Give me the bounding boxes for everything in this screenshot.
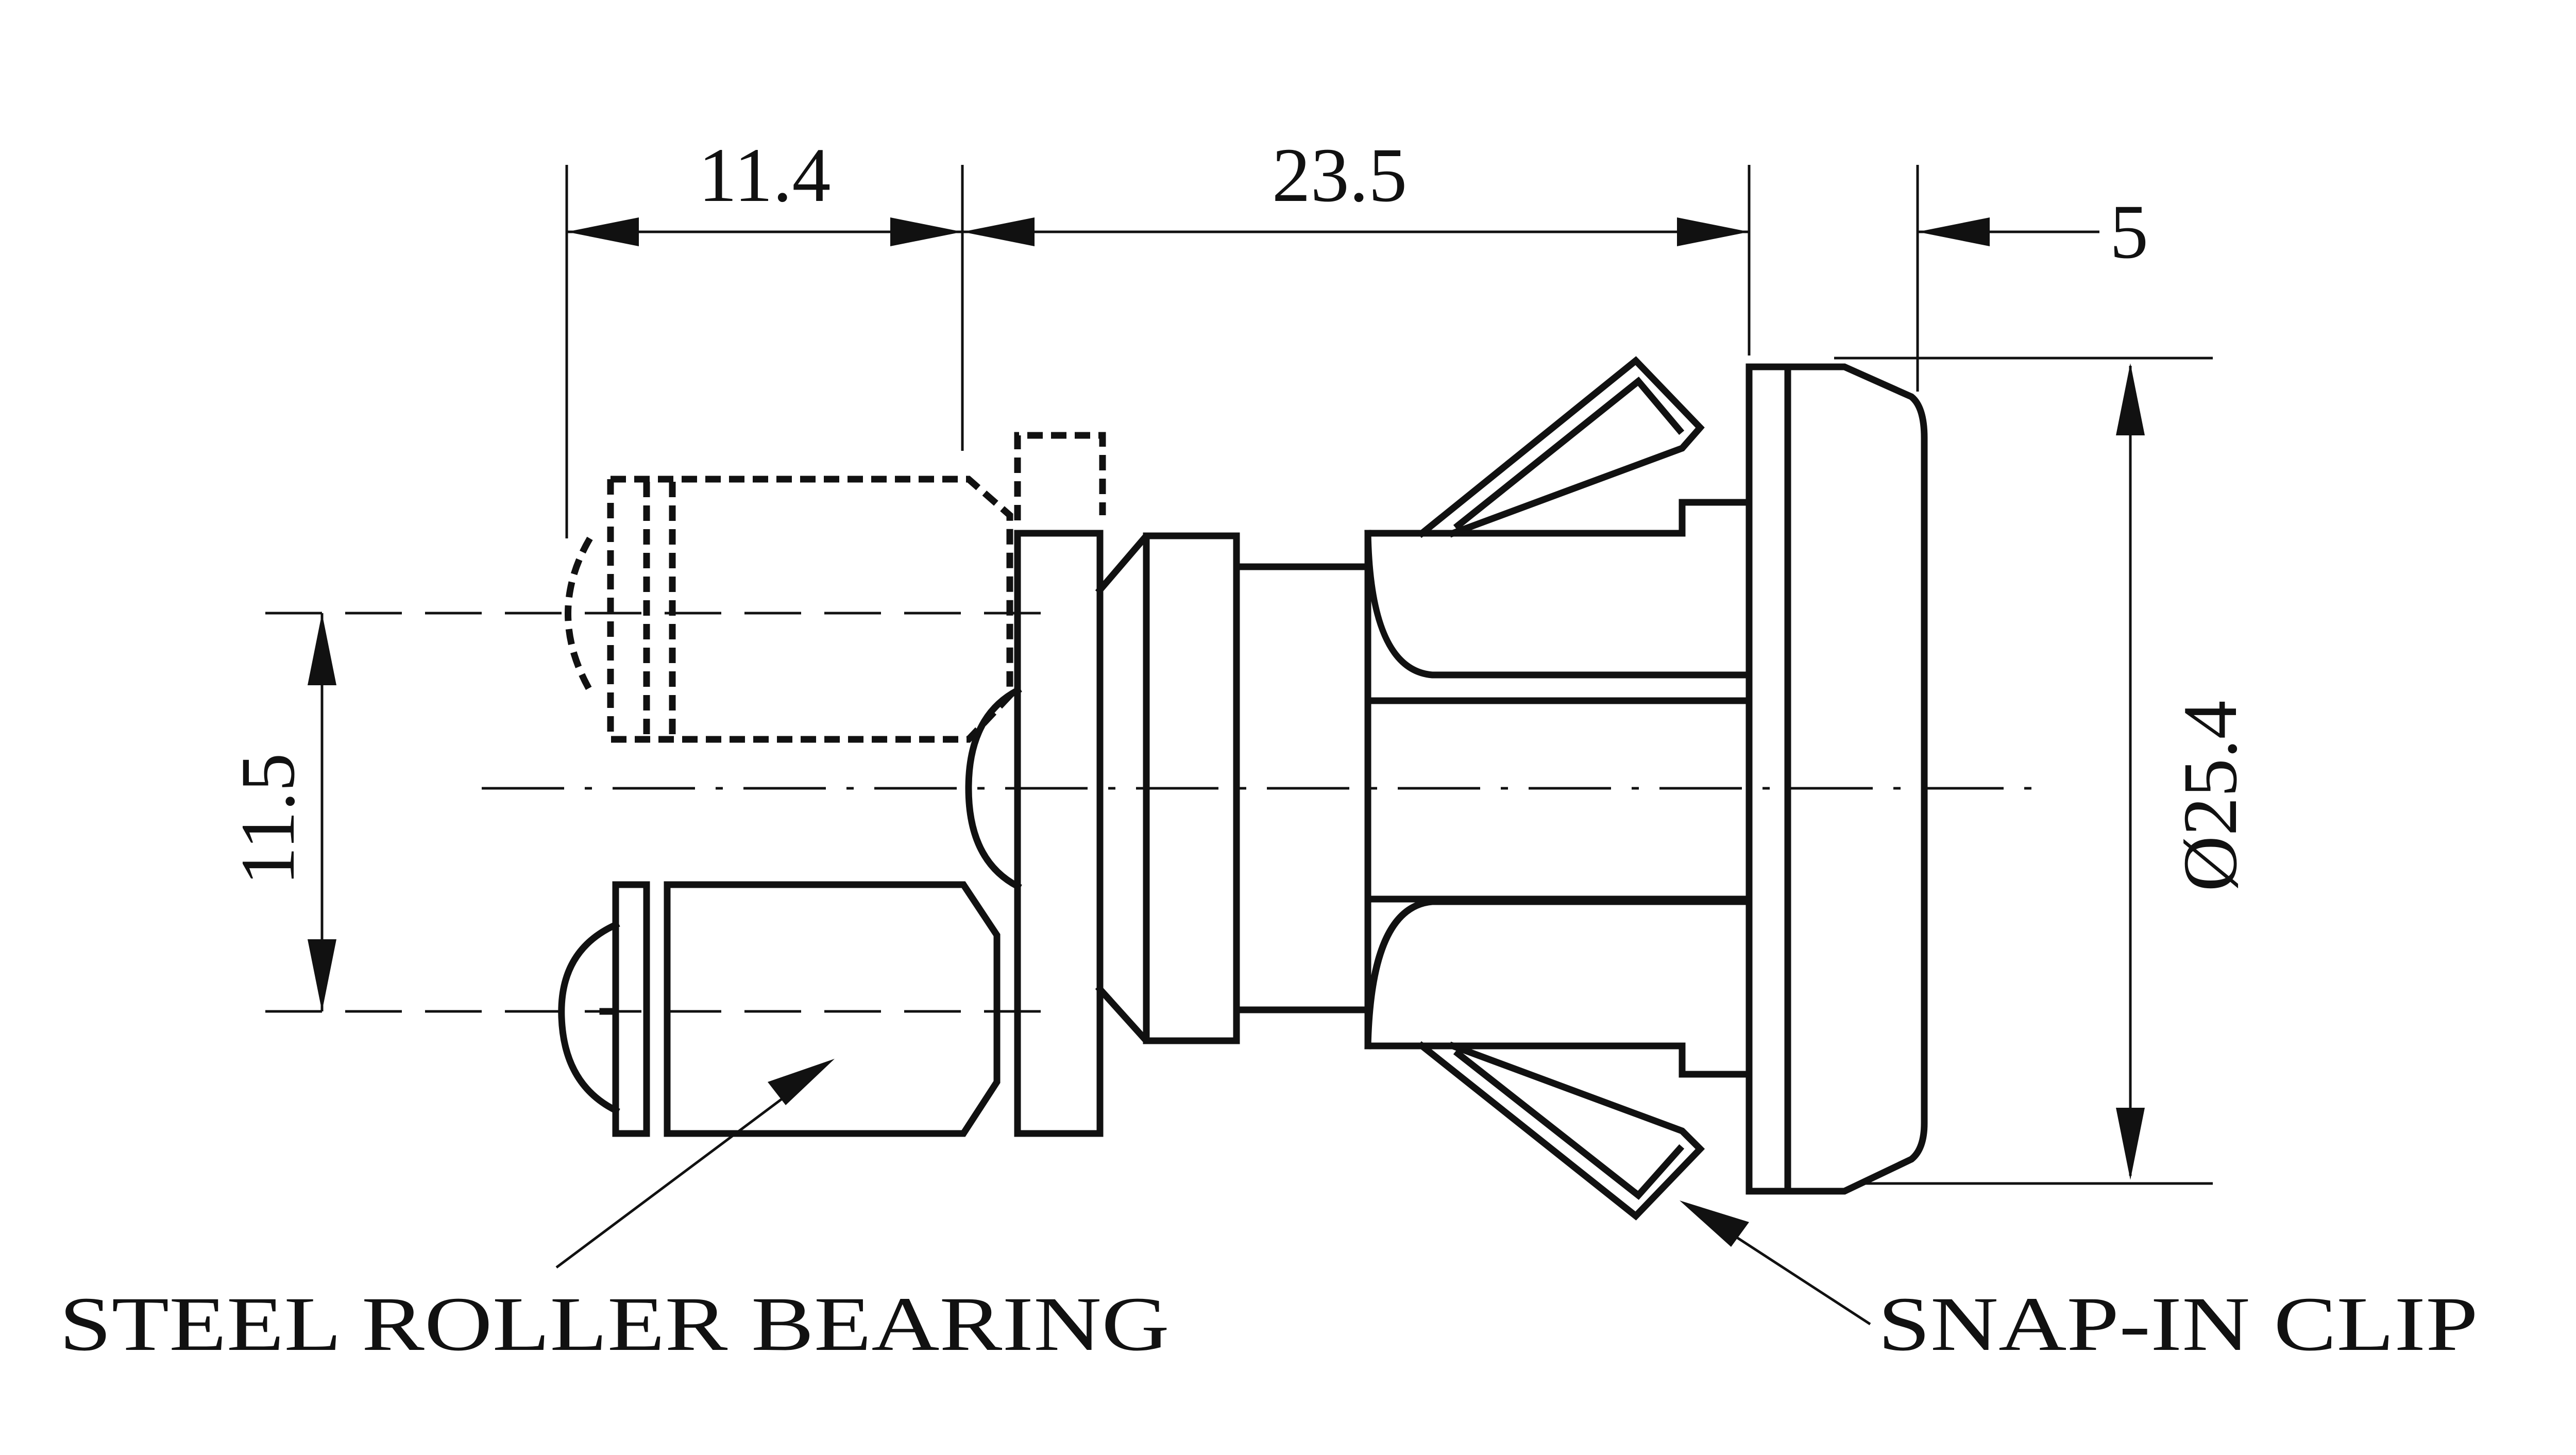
center-lines xyxy=(265,612,2040,1013)
dim-bearing-travel: 11.4 xyxy=(567,132,962,246)
callouts: STEEL ROLLER BEARING SNAP-IN CLIP xyxy=(59,1059,2478,1367)
clip-body xyxy=(1364,499,1753,1078)
callout-label-bearing: STEEL ROLLER BEARING xyxy=(59,1281,1170,1367)
hidden-bearing-position xyxy=(565,432,1106,743)
dim-body-length: 23.5 xyxy=(962,132,1749,246)
dim-label-offset: 11.5 xyxy=(225,753,311,886)
dim-offset: 11.5 xyxy=(225,613,336,1011)
callout-label-clip: SNAP-IN CLIP xyxy=(1878,1281,2478,1367)
dim-flange-diameter: Ø25.4 xyxy=(2116,363,2253,1180)
flange-head xyxy=(1745,363,1928,1195)
callout-clip: SNAP-IN CLIP xyxy=(1680,1200,2478,1367)
dimensions: 11.4 23.5 5 11.5 Ø25.4 xyxy=(225,132,2253,1185)
neck xyxy=(1233,563,1371,1013)
dim-label-flange-diameter: Ø25.4 xyxy=(2167,701,2253,892)
hub xyxy=(1095,532,1240,1044)
dim-label-body-length: 23.5 xyxy=(1272,132,1408,218)
dim-flange-thickness: 5 xyxy=(1918,189,2148,275)
steel-roller-bearing xyxy=(558,881,1001,1137)
callout-bearing: STEEL ROLLER BEARING xyxy=(59,1059,1170,1367)
bearing-stem xyxy=(965,686,1022,891)
dim-label-bearing-travel: 11.4 xyxy=(699,132,831,218)
flange-washer xyxy=(1014,530,1104,1137)
dim-label-flange-thickness: 5 xyxy=(2110,189,2148,275)
snap-in-clip-wings xyxy=(1417,356,1705,1221)
